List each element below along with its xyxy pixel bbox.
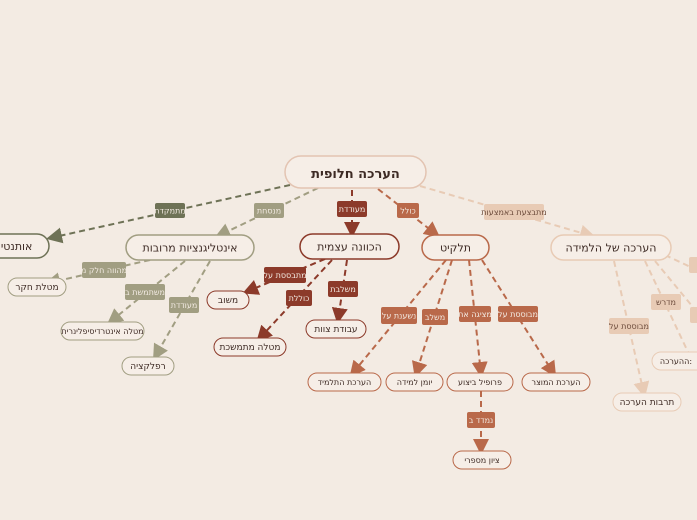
edge-label-portfolio: כולל (397, 203, 419, 218)
svg-text:מהווה חלק מ: מהווה חלק מ (81, 266, 127, 275)
svg-text:הערכת המוצר: הערכת המוצר (532, 378, 581, 387)
node-eval-partial[interactable]: ההערכה: (651, 351, 697, 371)
svg-text:מטלת חקר: מטלת חקר (15, 283, 58, 293)
branch-node-portfolio[interactable]: תלקיט (421, 234, 490, 261)
svg-text:פרופיל ביצוע: פרופיל ביצוע (458, 378, 502, 387)
svg-text:אינטליגנציות מרובות: אינטליגנציות מרובות (143, 242, 238, 255)
svg-text:הערכת התלמיד: הערכת התלמיד (318, 378, 371, 387)
edge-mi-interdisciplinary (106, 260, 186, 325)
svg-text:אותנטית: אותנטית (0, 240, 32, 253)
node-research[interactable]: מטלת חקר (7, 277, 67, 297)
svg-text:מבוססת על: מבוססת על (609, 322, 649, 331)
edge-label-feedback: מתבססת על (263, 267, 307, 283)
edge-label-student-eval: מתבצעת באמצעות (481, 204, 547, 220)
nodes: הערכה חלופית אותנטית אינטליגנציות מרובות… (0, 155, 697, 470)
edge-label-culture: מבוססת על (609, 318, 649, 334)
svg-text:כוללת: כוללת (289, 294, 310, 303)
node-teacher-eval[interactable]: הערכת התלמיד (307, 372, 382, 392)
svg-text:מדרש: מדרש (656, 298, 676, 307)
svg-text:נשענת על: נשענת על (382, 312, 416, 321)
edge-root-portfolio (377, 188, 441, 238)
branch-node-student-eval[interactable]: הערכה של הלמידה (550, 234, 672, 261)
branch-node-multiple-intelligences[interactable]: אינטליגנציות מרובות (125, 234, 255, 261)
edge-se-culture (613, 260, 650, 398)
root-node[interactable]: הערכה חלופית (284, 155, 427, 189)
svg-text:תלקיט: תלקיט (440, 242, 471, 255)
edge-label-interdisciplinary: משתמשת ב (125, 284, 165, 300)
svg-text:מציגה את: מציגה את (458, 310, 492, 319)
svg-text:הכוונה עצמית: הכוונה עצמית (317, 241, 382, 254)
svg-text:כולל: כולל (400, 207, 416, 216)
svg-text:עבודת צוות: עבודת צוות (314, 325, 357, 335)
edge-label-multiple-intelligences: מנסחת (254, 203, 284, 218)
edge-label-grade: נמדד ב (467, 412, 495, 428)
node-learning-journal[interactable]: יומן למידה (385, 372, 444, 392)
edge-label-partial: מדרש (651, 294, 681, 310)
svg-text:משוב: משוב (218, 296, 238, 306)
edge-label-product-eval: מבוססת על (498, 306, 538, 322)
svg-text:מטלה מתמשכת: מטלה מתמשכת (220, 343, 281, 353)
edge-label-research: מהווה חלק מ (81, 262, 127, 278)
edge-label-complex-task: כוללת (286, 290, 312, 306)
svg-text:תרבות הערכה: תרבות הערכה (620, 398, 675, 408)
node-interdisciplinary[interactable]: מטלה אינטרדיסיפלינרית (60, 321, 145, 341)
node-achievement-profile[interactable]: פרופיל ביצוע (446, 372, 514, 392)
edge-se-offscreen-2 (664, 254, 697, 271)
branch-node-self-direction[interactable]: הכוונה עצמית (299, 233, 400, 260)
edge-label-achievement: מציגה את (458, 306, 492, 322)
svg-text:הערכה חלופית: הערכה חלופית (311, 167, 400, 182)
svg-text:מבוססת על: מבוססת על (498, 310, 538, 319)
svg-text:ציון מספרי: ציון מספרי (464, 456, 500, 465)
edge-label-authentic: מתמקדת (154, 203, 186, 218)
svg-text:משלבת: משלבת (330, 285, 356, 294)
edge-pf-achievement (468, 259, 488, 378)
node-feedback[interactable]: משוב (206, 290, 250, 310)
node-complex-task[interactable]: מטלה מתמשכת (213, 337, 287, 357)
edge-label-teacher-eval: נשענת על (381, 307, 417, 324)
svg-text:מנסחת: מנסחת (257, 207, 281, 216)
svg-text:מטלה אינטרדיסיפלינרית: מטלה אינטרדיסיפלינרית (61, 327, 143, 336)
svg-text:יומן למידה: יומן למידה (397, 378, 433, 387)
svg-text:מעודדת: מעודדת (339, 205, 366, 214)
svg-text:ההערכה:: ההערכה: (660, 357, 692, 366)
edge-se-offscreen-1 (654, 260, 697, 313)
edge-pf-product-eval (481, 259, 557, 378)
node-product-eval[interactable]: הערכת המוצר (521, 372, 591, 392)
edge-labels: מתמקדת מנסחת מעודדת כולל מתבצעת באמצעות … (81, 201, 697, 428)
edge-label-teamwork: משלבת (328, 281, 358, 297)
branch-node-authentic[interactable]: אותנטית (0, 233, 50, 259)
edge-label-learning-journal: משלב (422, 309, 448, 325)
svg-text:רפלקציה: רפלקציה (130, 362, 165, 372)
svg-text:מתבססת על: מתבססת על (263, 271, 306, 280)
edge-label-offscreen-1 (690, 307, 697, 323)
svg-text:הערכה של הלמידה: הערכה של הלמידה (566, 242, 657, 255)
edge-label-reflection: מעודדת (169, 297, 199, 313)
svg-text:משתמשת ב: משתמשת ב (125, 288, 165, 297)
node-numeric-grade[interactable]: ציון מספרי (452, 450, 512, 470)
svg-text:משלב: משלב (425, 313, 445, 322)
svg-text:מעודדת: מעודדת (171, 301, 198, 310)
edge-label-self-direction: מעודדת (337, 201, 367, 217)
svg-text:מתמקדת: מתמקדת (154, 207, 185, 216)
edge-label-offscreen-2 (689, 257, 697, 273)
node-reflection[interactable]: רפלקציה (121, 356, 175, 376)
node-teamwork[interactable]: עבודת צוות (305, 319, 367, 339)
svg-text:נמדד ב: נמדד ב (469, 416, 494, 425)
svg-text:מתבצעת באמצעות: מתבצעת באמצעות (481, 208, 546, 217)
node-assessment-culture[interactable]: תרבות הערכה (612, 392, 682, 412)
edges (44, 184, 697, 455)
